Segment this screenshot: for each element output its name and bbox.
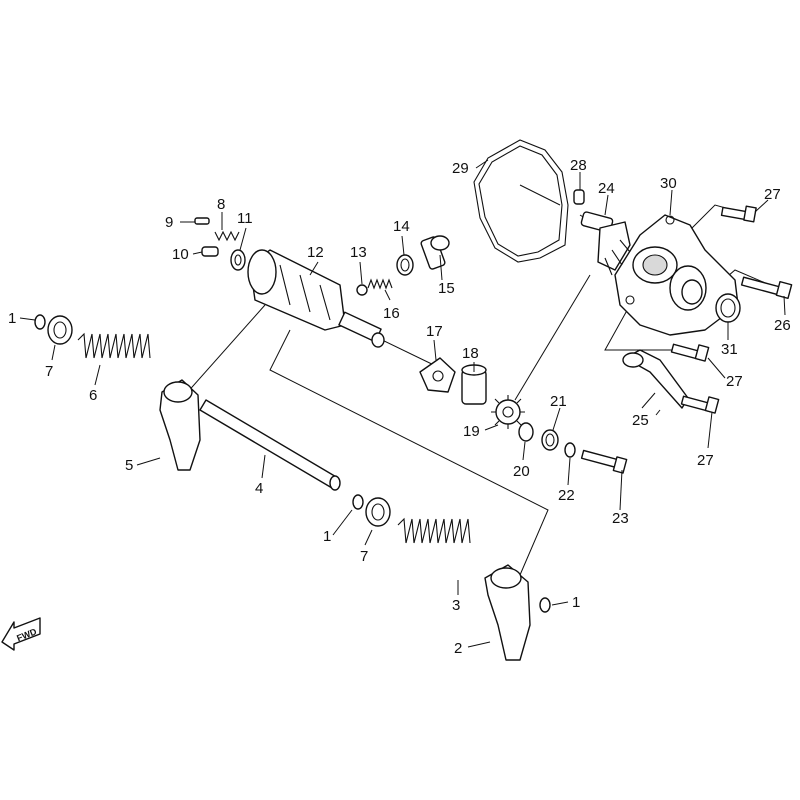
callout-31: 31 — [721, 341, 738, 358]
bolt-part-23 — [580, 449, 628, 474]
callout-20: 20 — [513, 463, 530, 480]
callout-21: 21 — [550, 393, 567, 410]
callout-9: 9 — [165, 214, 173, 231]
gasket-part — [473, 139, 569, 263]
collar-part-lower — [365, 497, 391, 527]
callout-12: 12 — [307, 244, 324, 261]
callout-7-lower: 7 — [360, 548, 368, 565]
washer-part-11 — [230, 249, 246, 271]
cam-plate-part — [419, 357, 456, 393]
callout-27-middle: 27 — [726, 373, 743, 390]
shift-fork-part-2 — [484, 564, 531, 661]
long-bolt-part — [740, 276, 793, 300]
callout-17: 17 — [426, 323, 443, 340]
spring-part-8 — [214, 230, 240, 242]
bolt-part-lower — [680, 395, 720, 414]
callout-23: 23 — [612, 510, 629, 527]
bolt-part-middle — [670, 343, 710, 362]
callout-3: 3 — [452, 597, 460, 614]
callout-15: 15 — [438, 280, 455, 297]
washer-part-14 — [396, 254, 414, 276]
callout-10: 10 — [172, 246, 189, 263]
oil-seal-part — [715, 293, 741, 323]
callout-27-lower: 27 — [697, 452, 714, 469]
ball-part — [356, 284, 368, 296]
circlip-part-lower — [539, 597, 551, 613]
dowel-pin-part — [573, 189, 585, 205]
callout-18: 18 — [462, 345, 479, 362]
lever-part — [622, 349, 689, 409]
callout-7-upper: 7 — [45, 363, 53, 380]
callout-24: 24 — [598, 180, 615, 197]
callout-25: 25 — [632, 412, 649, 429]
callout-4: 4 — [255, 480, 263, 497]
plunger-part-10 — [201, 246, 219, 257]
callout-1-lower: 1 — [572, 594, 580, 611]
collar-part-upper — [47, 315, 73, 345]
shift-fork-part-5 — [159, 379, 201, 471]
callout-labels: 1 7 6 5 4 1 7 3 1 2 8 9 10 11 12 13 14 1… — [8, 157, 791, 657]
callout-8: 8 — [217, 196, 225, 213]
circlip-part-upper — [34, 314, 46, 330]
callout-1-middle: 1 — [323, 528, 331, 545]
bolt-part-upper — [720, 205, 757, 223]
spring-part-lower — [397, 517, 471, 544]
callout-16: 16 — [383, 305, 400, 322]
callout-13: 13 — [350, 244, 367, 261]
fork-shaft-part — [199, 399, 341, 491]
callout-29: 29 — [452, 160, 469, 177]
cover-part — [614, 214, 739, 336]
fwd-direction-arrow-icon: FWD — [1, 617, 41, 651]
callout-leaders — [19, 159, 786, 648]
callout-6: 6 — [89, 387, 97, 404]
shift-drum-part — [247, 249, 385, 348]
callout-30: 30 — [660, 175, 677, 192]
callout-2: 2 — [454, 640, 462, 657]
callout-26: 26 — [774, 317, 791, 334]
callout-22: 22 — [558, 487, 575, 504]
spring-part-upper — [77, 332, 151, 359]
spring-part-21 — [541, 429, 559, 451]
callout-27-upper: 27 — [764, 186, 781, 203]
washer-part-22 — [564, 442, 576, 458]
spring-part-16 — [367, 278, 393, 290]
callout-14: 14 — [393, 218, 410, 235]
callout-1-upper: 1 — [8, 310, 16, 327]
circlip-part-middle — [352, 494, 364, 510]
callout-5: 5 — [125, 457, 133, 474]
sleeve-part-15 — [420, 235, 450, 270]
gear-shaft-part — [580, 211, 631, 276]
callout-19: 19 — [463, 423, 480, 440]
callout-11: 11 — [237, 210, 253, 227]
washer-part-20 — [518, 422, 534, 442]
gear-part — [491, 395, 525, 429]
callout-28: 28 — [570, 157, 587, 174]
pin-part-9 — [194, 217, 210, 225]
